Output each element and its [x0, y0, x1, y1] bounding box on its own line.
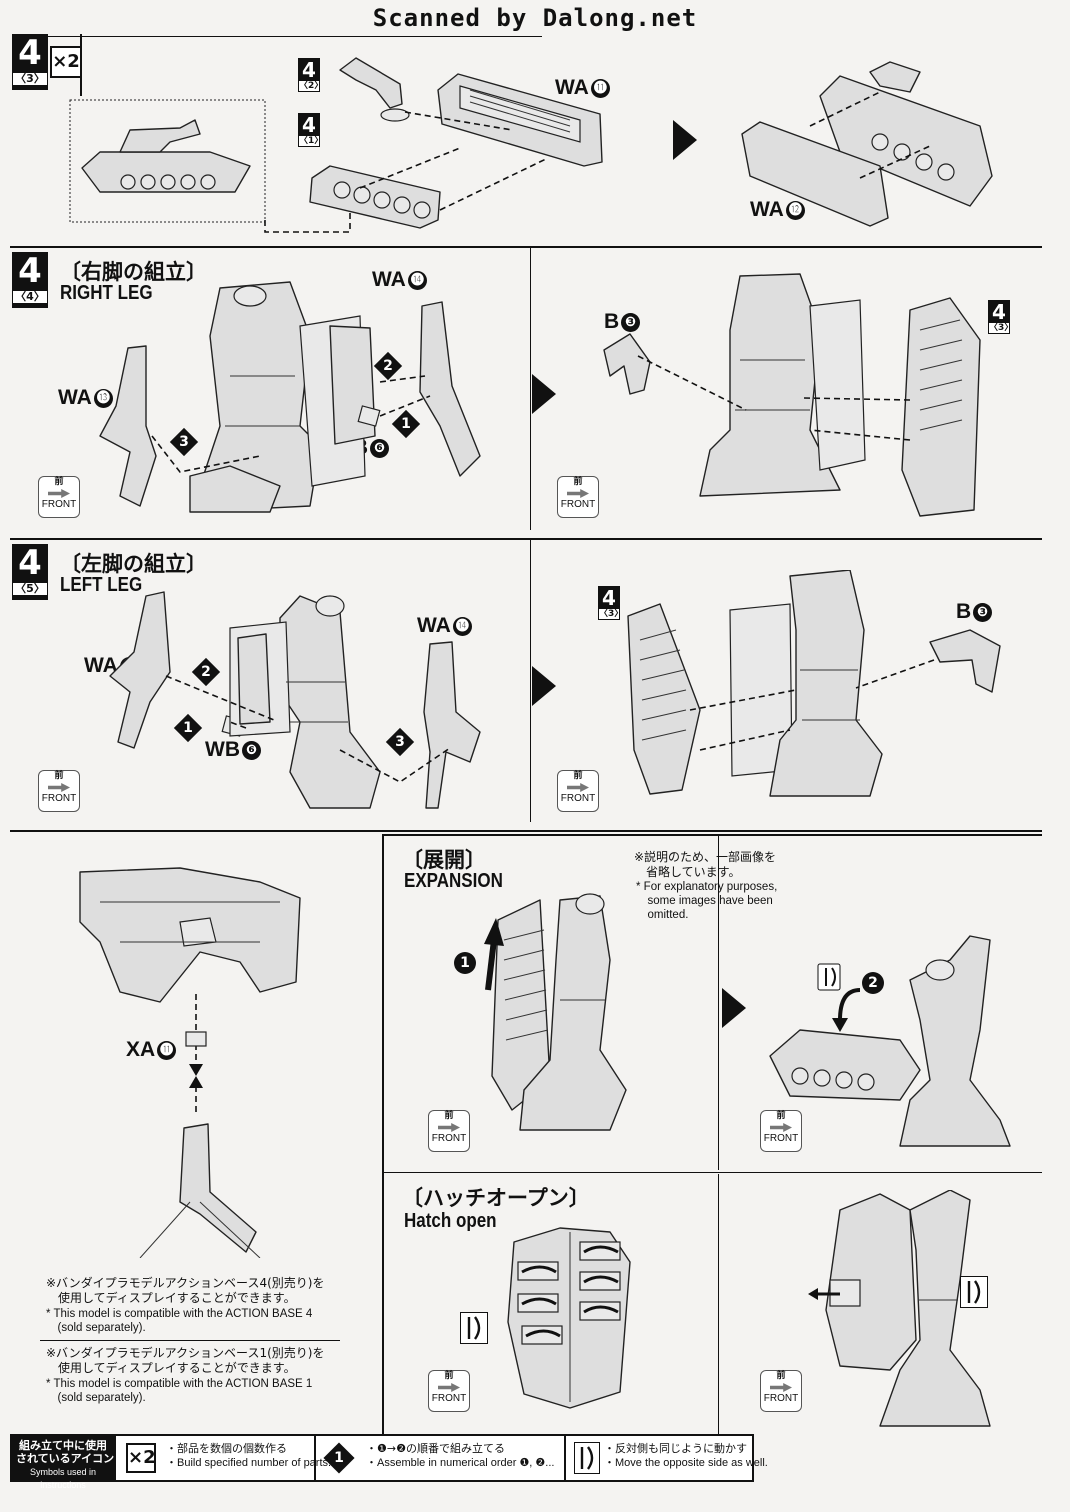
step-number-badge: 4 〈5〉 — [12, 544, 48, 600]
mirror-side-icon — [960, 1276, 988, 1308]
legend-mirror: ・反対側も同じように動かす ・Move the opposite side as… — [564, 1436, 768, 1480]
section-title-en: RIGHT LEG — [60, 282, 153, 304]
step-number-badge: 4 〈4〉 — [12, 252, 48, 308]
left-leg-parts-illustration — [109, 591, 481, 809]
mirror-side-icon — [460, 1312, 488, 1344]
hatch-open-tread-illustration — [507, 1227, 631, 1409]
action-base-1-note-jp: ※バンダイプラモデルアクションベース1(別売り)を 使用してディスプレイすること… — [46, 1346, 325, 1375]
column-divider — [718, 836, 719, 1170]
legend-order: 1 ・❶→❷の順番で組み立てる ・Assemble in numerical o… — [314, 1436, 566, 1480]
divider — [80, 34, 82, 96]
symbols-legend: 組み立て中に使用 されているアイコン Symbols used in instr… — [10, 1434, 768, 1490]
explanatory-note-jp: ※説明のため、一部画像を 省略しています。 — [634, 850, 777, 879]
section-title-en: Hatch open — [404, 1210, 497, 1232]
legend-multiplier: ×2 ・部品を数個の個数作る ・Build specified number o… — [114, 1436, 331, 1480]
scan-credit: Scanned by Dalong.net — [372, 4, 698, 32]
tread-assembled-illustration — [741, 61, 993, 227]
ref-step-4-1: 4 〈1〉 — [298, 113, 324, 147]
column-divider — [718, 1174, 719, 1434]
step-number-badge: 4 〈3〉 — [12, 34, 48, 90]
order-marker-1: 1 — [454, 952, 476, 974]
legend-title: 組み立て中に使用 されているアイコン Symbols used in instr… — [12, 1436, 114, 1490]
section-title-en: LEFT LEG — [60, 574, 143, 596]
ref-step-4-3: 4 〈3〉 — [988, 300, 1014, 334]
action-base-illustration — [79, 867, 301, 1258]
action-base-1-note-en: * This model is compatible with the ACTI… — [46, 1378, 313, 1404]
column-divider — [530, 248, 531, 530]
next-step-arrow — [532, 666, 556, 706]
tread-assembly-illustration — [69, 57, 603, 233]
expansion-frame — [382, 834, 1042, 1434]
order-marker-2: 2 — [862, 972, 884, 994]
mirror-side-icon — [574, 1442, 600, 1474]
section-title-jp: 〔右脚の組立〕 — [60, 260, 207, 284]
column-divider — [530, 540, 531, 822]
section-title-jp: 〔ハッチオープン〕 — [402, 1186, 590, 1210]
right-leg-assembled-illustration — [603, 273, 981, 517]
explanatory-note-en: * For explanatory purposes, some images … — [636, 881, 778, 921]
section-divider — [10, 830, 1042, 832]
divider — [12, 36, 542, 37]
divider — [40, 1340, 340, 1341]
action-base-4-note-jp: ※バンダイプラモデルアクションベース4(別売り)を 使用してディスプレイすること… — [46, 1276, 325, 1305]
right-leg-parts-illustration — [99, 281, 481, 513]
section-divider — [384, 1172, 1042, 1173]
section-divider — [10, 538, 1042, 540]
ref-step-4-2: 4 〈2〉 — [298, 58, 324, 92]
section-title-jp: 〔展開〕 — [402, 848, 486, 872]
left-leg-assembled-illustration — [627, 570, 1001, 797]
section-title-en: EXPANSION — [404, 870, 503, 892]
next-step-arrow — [673, 120, 697, 160]
hatch-open-leg-illustration — [808, 1190, 991, 1427]
section-divider — [10, 246, 1042, 248]
action-base-4-note-en: * This model is compatible with the ACTI… — [46, 1308, 313, 1334]
ref-step-4-3: 4 〈3〉 — [598, 586, 624, 620]
next-step-arrow — [532, 374, 556, 414]
section-title-jp: 〔左脚の組立〕 — [60, 552, 207, 576]
expansion-step2-illustration — [769, 935, 1011, 1147]
expansion-step1-illustration — [484, 893, 627, 1131]
